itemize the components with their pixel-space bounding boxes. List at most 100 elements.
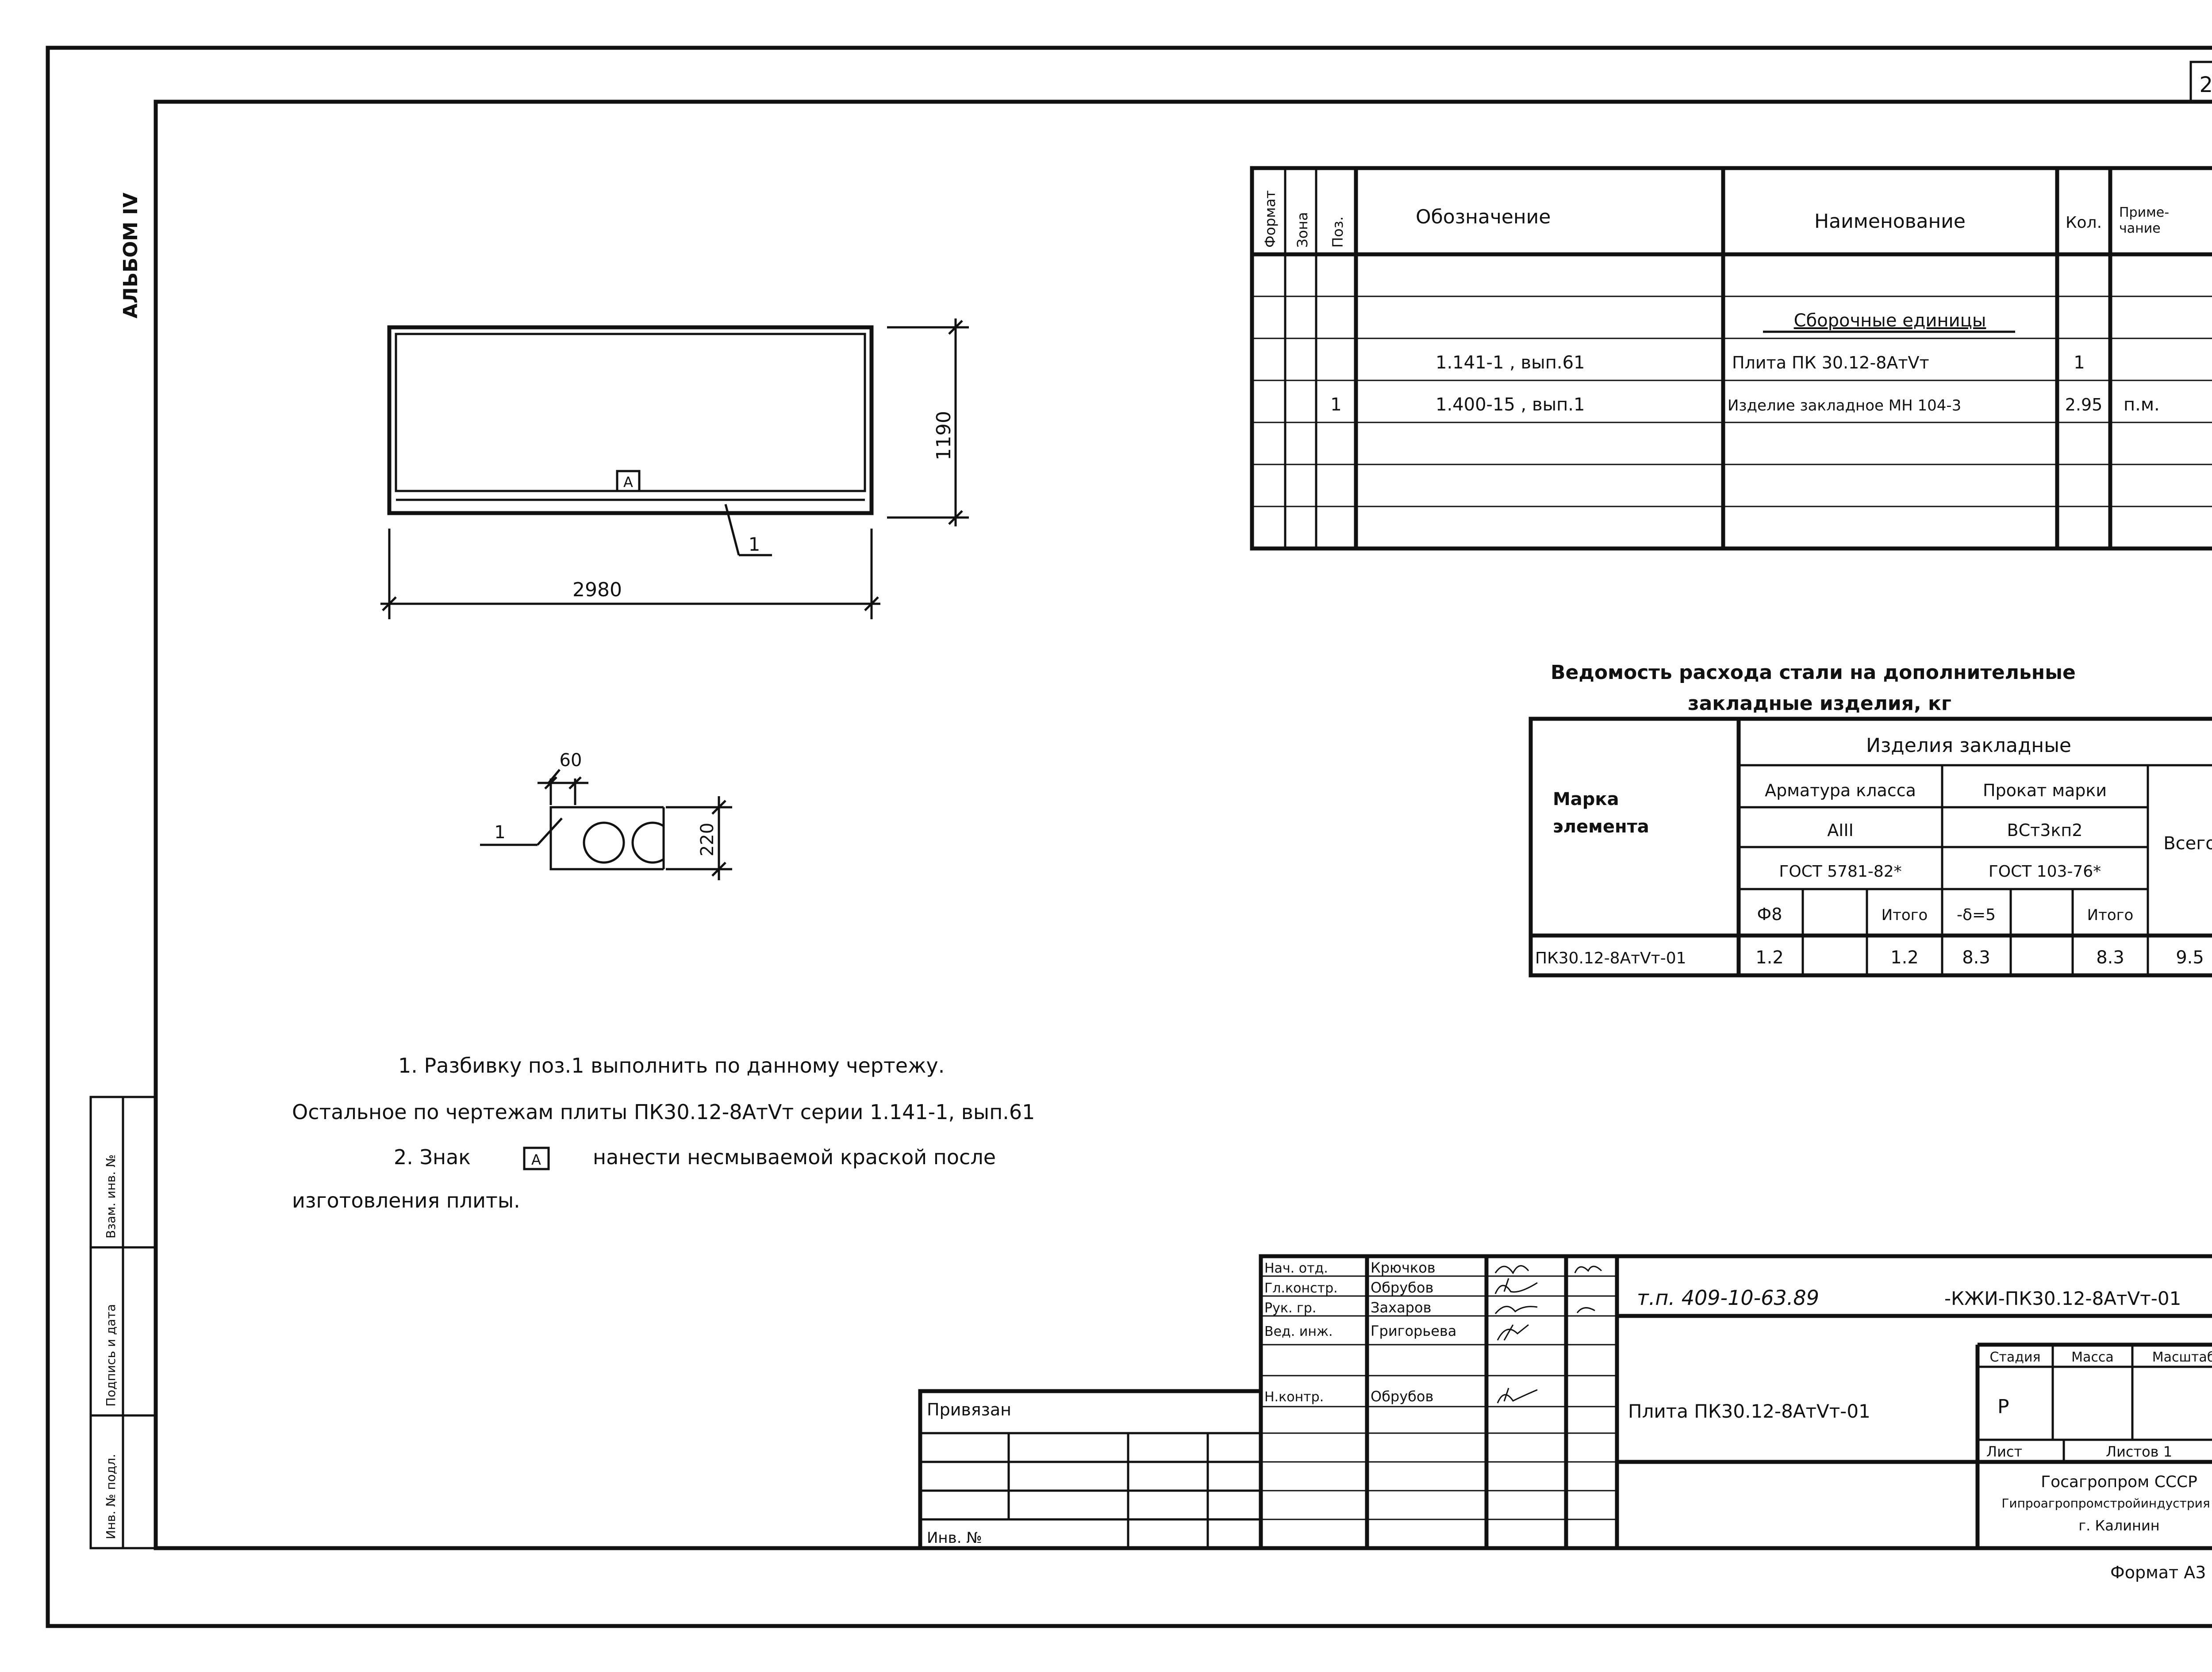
spec-row-2-name: Изделие закладное МН 104-3 (1728, 397, 1961, 414)
steel-h-d8: Ф8 (1757, 905, 1782, 924)
signer-name-2: Обрубов (1371, 1279, 1433, 1296)
steel-row-mark: ПК30.12-8АтVт-01 (1535, 949, 1686, 967)
note-line-1: 1. Разбивку поз.1 выполнить по данному ч… (398, 1054, 945, 1078)
section-height-dim: 220 (697, 823, 718, 856)
spec-table-frame (1250, 166, 2212, 551)
spec-header-name: Наименование (1814, 210, 1966, 233)
hollow-core-1 (583, 821, 625, 864)
outer-frame (46, 46, 2212, 1628)
signature-6 (1497, 1388, 1538, 1404)
spec-header-format: Формат (1262, 190, 1279, 248)
stage-value: Р (1997, 1396, 2009, 1418)
spec-row-2-pos: 1 (1330, 395, 1341, 415)
left-strip: Инв. № подл. Подпись и дата Взам. инв. № (89, 1096, 157, 1549)
privyazan-label: Привязан (927, 1400, 1011, 1419)
steel-table-title-2: закладные изделия, кг (1688, 692, 1951, 715)
section-view: 60 220 1 (480, 750, 732, 880)
plan-leader-label: 1 (749, 533, 760, 555)
steel-row-total: 9.5 (2176, 947, 2204, 968)
left-strip-cell-3: Взам. инв. № (104, 1154, 118, 1239)
signature-3 (1494, 1306, 1595, 1314)
spec-header-zone: Зона (1294, 212, 1311, 248)
plan-view: А 1 2980 1190 (380, 318, 969, 619)
org-line-2: Гипроагропромстройиндустрия (2001, 1496, 2210, 1511)
spec-header-qty: Кол. (2066, 214, 2102, 232)
plate-outline (387, 325, 874, 515)
mark-symbol-letter: А (623, 474, 633, 491)
spec-row-2-qty: 2.95 (2065, 395, 2103, 414)
signer-role-4: Вед. инж. (1264, 1324, 1333, 1339)
steel-sub1-class: АIII (1827, 821, 1854, 840)
spec-row-1-designation: 1.141-1 , вып.61 (1436, 353, 1585, 373)
format-label: Формат А3 (2110, 1563, 2206, 1582)
left-strip-cell-1: Инв. № подл. (104, 1454, 118, 1539)
note-line-2: Остальное по чертежам плиты ПК30.12-8АтV… (292, 1100, 1035, 1124)
steel-h-itogo2: Итого (2087, 906, 2134, 924)
title-block: Привязан Инв. № Нач. отд. Крючков Гл.кон… (918, 1254, 2212, 1582)
left-strip-cell-2: Подпись и дата (104, 1304, 118, 1407)
doc-code: -КЖИ-ПК30.12-8АтVт-01 (1944, 1288, 2181, 1309)
steel-table: Ведомость расхода стали на дополнительны… (1528, 661, 2212, 978)
section-shape (549, 806, 665, 871)
signer-name-3: Захаров (1371, 1299, 1431, 1316)
signature-1 (1494, 1265, 1602, 1274)
steel-row-d8: 1.2 (1755, 947, 1784, 968)
stage-header: Стадия (1989, 1350, 2040, 1365)
note-mark-letter: А (531, 1151, 541, 1168)
album-label: АЛЬБОМ IV (119, 192, 142, 318)
title-block-frame (1259, 1254, 2212, 1550)
note-line-3a: 2. Знак (394, 1145, 471, 1169)
steel-row-itogo2: 8.3 (2096, 947, 2124, 968)
sheet-number-box (2189, 61, 2212, 103)
steel-row-itogo1: 1.2 (1890, 947, 1919, 968)
sheets-label: Листов 1 (2106, 1443, 2172, 1460)
sheet-label: Лист (1986, 1443, 2022, 1460)
steel-row-s: 8.3 (1962, 947, 1990, 968)
signature-2 (1494, 1278, 1538, 1294)
steel-table-title-1: Ведомость расхода стали на дополнительны… (1551, 661, 2076, 684)
signer-name-6: Обрубов (1371, 1388, 1433, 1405)
signer-name-4: Григорьева (1371, 1323, 1456, 1339)
mark-symbol-box (616, 470, 641, 492)
notes: 1. Разбивку поз.1 выполнить по данному ч… (292, 1054, 1035, 1212)
spec-row-2-note: п.м. (2124, 395, 2160, 415)
note-mark-box (523, 1147, 550, 1170)
spec-table: Формат Зона Поз. Обозначение Наименовани… (1250, 166, 2212, 551)
plan-width-dim: 2980 (572, 579, 622, 601)
spec-header-note: Приме-чание (2119, 205, 2169, 236)
project-code: т.п. 409-10-63.89 (1637, 1286, 1819, 1310)
signature-4 (1497, 1324, 1529, 1341)
steel-sub2-gost: ГОСТ 103-76* (1989, 863, 2101, 881)
spec-row-1-qty: 1 (2074, 353, 2085, 373)
spec-header-pos: Поз. (1329, 216, 1346, 248)
steel-total-header: Всего (2163, 833, 2212, 854)
scale-header: Масштаб (2152, 1350, 2212, 1365)
signer-name-1: Крючков (1371, 1259, 1436, 1276)
steel-h-s: -δ=5 (1957, 906, 1996, 924)
spec-row-1-name: Плита ПК 30.12-8АтVт (1732, 353, 1929, 372)
signer-role-1: Нач. отд. (1264, 1261, 1328, 1276)
note-line-3b: нанести несмываемой краской после (593, 1145, 996, 1169)
org-line-1: Госагропром СССР (2041, 1473, 2197, 1491)
spec-header-designation: Обозначение (1416, 206, 1551, 228)
steel-sub1-gost: ГОСТ 5781-82* (1779, 863, 1901, 881)
signer-role-6: Н.контр. (1264, 1389, 1324, 1405)
steel-sub2-class: ВСт3кп2 (2007, 821, 2083, 840)
steel-sub1-header: Арматура класса (1765, 781, 1916, 800)
plate-inner-outline (395, 333, 866, 492)
spec-row-2-designation: 1.400-15 , вып.1 (1436, 395, 1585, 415)
signer-role-3: Рук. гр. (1264, 1300, 1316, 1316)
org-line-3: г. Калинин (2078, 1517, 2159, 1534)
spec-section-title: Сборочные единицы (1794, 311, 1986, 331)
steel-sub2-header: Прокат марки (1983, 781, 2107, 800)
section-leader-label: 1 (494, 822, 505, 843)
item-name: Плита ПК30.12-8АтVт-01 (1628, 1400, 1870, 1422)
steel-h-itogo1: Итого (1882, 906, 1928, 924)
sheet-number: 22 (2199, 73, 2212, 97)
plan-height-dim: 1190 (933, 411, 955, 460)
section-width-dim: 60 (560, 750, 582, 771)
inv-label: Инв. № (927, 1529, 982, 1547)
note-line-4: изготовления плиты. (292, 1189, 520, 1212)
